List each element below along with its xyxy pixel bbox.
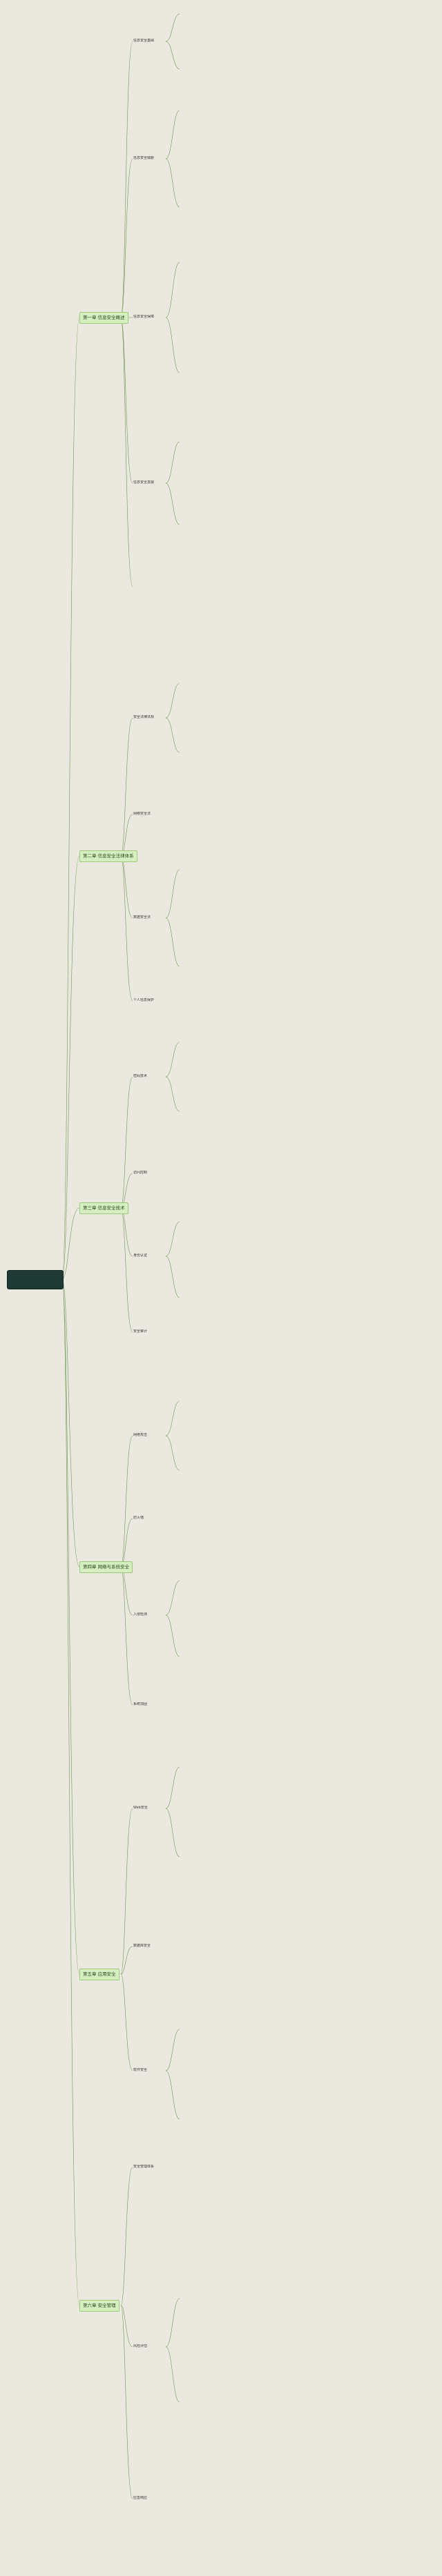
branch-node[interactable]: 应急响应 (133, 2496, 148, 2500)
chapter-label: 第六章 安全管理 (83, 2303, 116, 2308)
branch-node[interactable]: 安全法律法规 (133, 715, 155, 719)
chapter-label: 第三章 信息安全技术 (83, 1205, 125, 1211)
branch-node[interactable]: 网络攻击 (133, 1433, 148, 1437)
chapter-label: 第五章 应用安全 (83, 1971, 116, 1977)
branch-node[interactable]: 信息安全保障 (133, 315, 155, 319)
chapter-label: 第一章 信息安全概述 (83, 315, 125, 320)
branch-node[interactable]: 安全管理体系 (133, 2165, 155, 2169)
branch-node[interactable]: 数据安全法 (133, 915, 151, 919)
chapter-2[interactable]: 第二章 信息安全法律体系 (79, 850, 137, 862)
branch-node[interactable]: 信息安全威胁 (133, 156, 155, 160)
branch-node[interactable]: 入侵检测 (133, 1612, 148, 1617)
chapter-label: 第二章 信息安全法律体系 (83, 853, 134, 859)
branch-node[interactable]: 个人信息保护 (133, 998, 155, 1002)
branch-node[interactable]: 网络安全法 (133, 812, 151, 816)
branch-node[interactable]: 密码技术 (133, 1074, 148, 1078)
branch-node[interactable]: 信息安全基础 (133, 39, 155, 43)
branch-node[interactable]: 防火墙 (133, 1516, 144, 1520)
chapter-5[interactable]: 第五章 应用安全 (79, 1969, 119, 1980)
chapter-6[interactable]: 第六章 安全管理 (79, 2300, 119, 2312)
branch-node[interactable]: 数据库安全 (133, 1944, 151, 1948)
chapter-label: 第四章 网络与系统安全 (83, 1564, 130, 1570)
chapter-3[interactable]: 第三章 信息安全技术 (79, 1202, 128, 1214)
branch-node[interactable]: 系统加固 (133, 1702, 148, 1706)
branch-node[interactable]: 安全审计 (133, 1329, 148, 1334)
branch-node[interactable]: 风险评估 (133, 2344, 148, 2348)
branch-node[interactable]: 软件安全 (133, 2068, 148, 2072)
root-node[interactable] (7, 1270, 64, 1289)
branch-node[interactable]: Web安全 (133, 1806, 148, 1810)
branch-node[interactable]: 信息安全发展 (133, 480, 155, 485)
chapter-1[interactable]: 第一章 信息安全概述 (79, 312, 128, 324)
chapter-4[interactable]: 第四章 网络与系统安全 (79, 1561, 133, 1573)
branch-node[interactable]: 身份认证 (133, 1253, 148, 1258)
branch-node[interactable]: 访问控制 (133, 1171, 148, 1175)
